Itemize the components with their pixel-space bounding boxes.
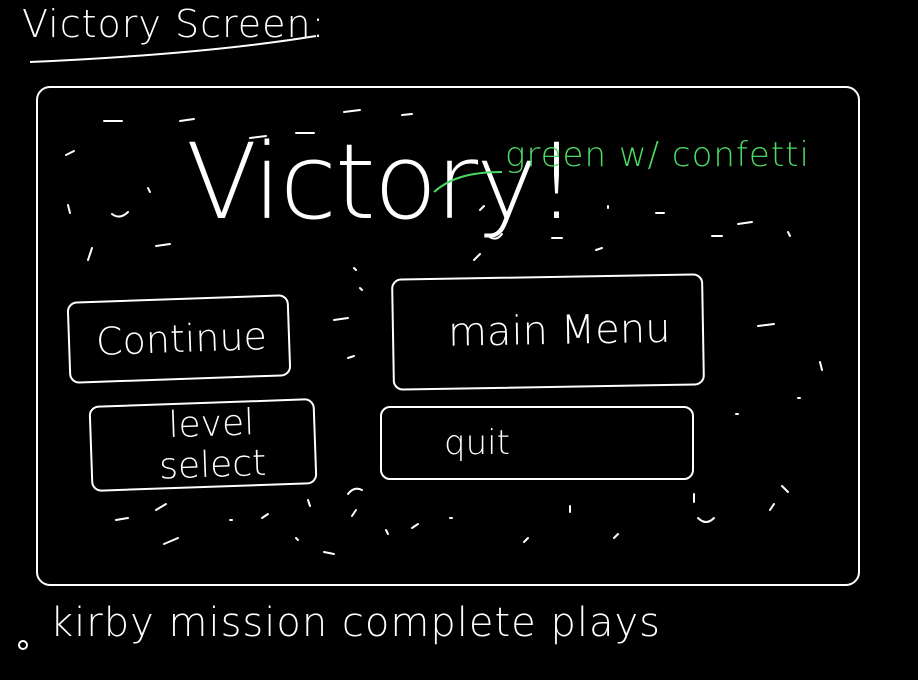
bullet-icon (18, 640, 28, 650)
annotation-note: green w/ confetti (505, 135, 810, 175)
level-select-button[interactable]: level select (88, 398, 318, 492)
victory-title: Victory! (186, 121, 577, 243)
sketch-header-title: Victory Screen: (22, 2, 326, 46)
main-menu-button[interactable]: main Menu (391, 273, 705, 391)
quit-button[interactable]: quit (380, 406, 694, 480)
victory-screen-frame (36, 86, 860, 586)
bullet-note: kirby mission complete plays (50, 600, 661, 646)
continue-button[interactable]: Continue (66, 294, 292, 384)
